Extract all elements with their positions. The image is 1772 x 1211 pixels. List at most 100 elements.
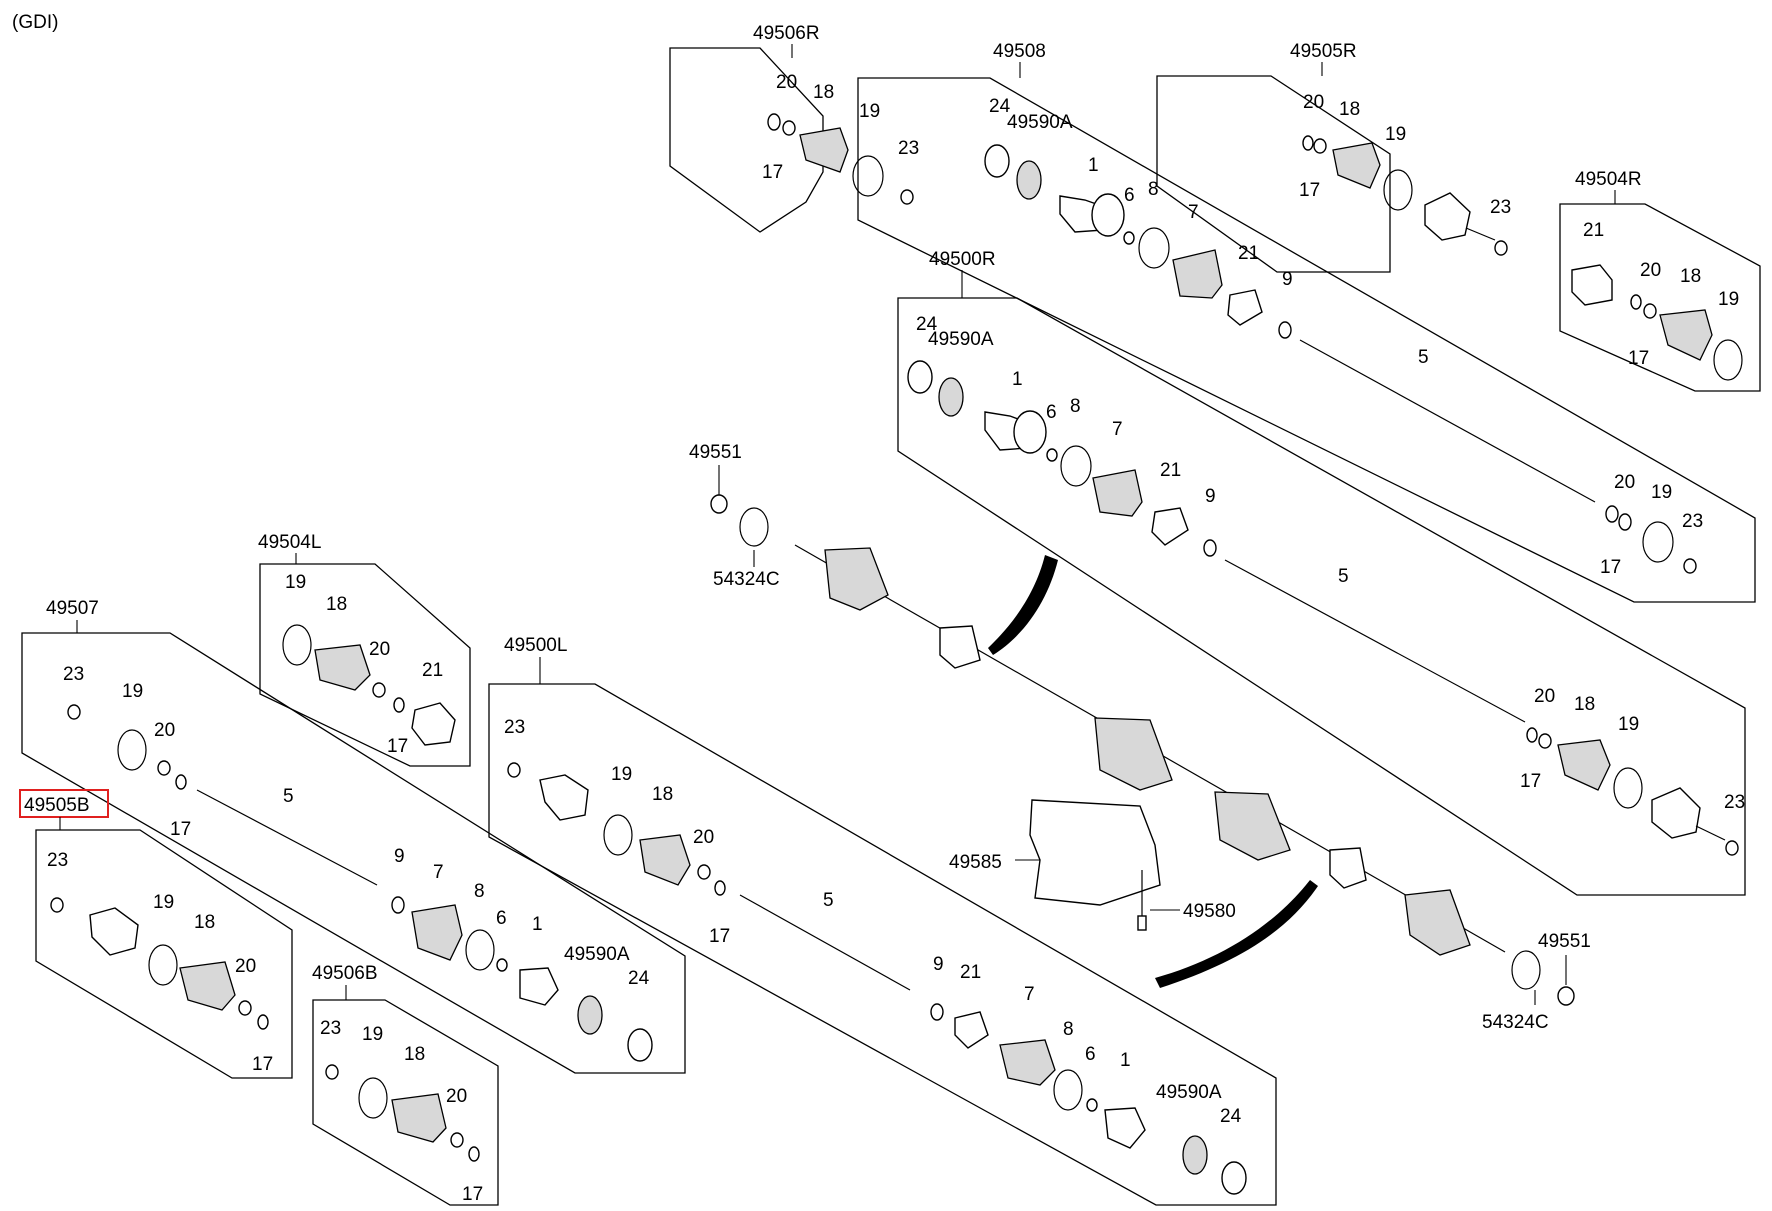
part-label-54324C-bottom: 54324C	[1482, 1012, 1549, 1033]
svg-text:20: 20	[154, 720, 175, 741]
svg-text:24: 24	[628, 968, 650, 989]
group-49507-parts: 23 19 20 17 5 9 7 8 6 1 49590A 24	[63, 664, 653, 1062]
svg-text:17: 17	[252, 1054, 273, 1075]
svg-text:19: 19	[153, 892, 174, 913]
assembled-drive-shaft: 49551 54324C 49551 54324C 49585 49580	[689, 442, 1591, 1033]
svg-text:18: 18	[1339, 99, 1360, 120]
group-49500R-parts: 24 49590A 1 6 8 7 21 9 5 20 18 19 17 23	[907, 314, 1745, 856]
svg-text:23: 23	[504, 717, 525, 738]
svg-text:17: 17	[1628, 348, 1649, 369]
svg-text:21: 21	[422, 660, 443, 681]
svg-text:18: 18	[404, 1044, 425, 1065]
part-label-54324C-top: 54324C	[713, 569, 780, 590]
svg-text:21: 21	[1583, 220, 1604, 241]
svg-text:18: 18	[652, 784, 673, 805]
svg-text:19: 19	[1651, 482, 1672, 503]
svg-text:23: 23	[898, 138, 919, 159]
svg-text:7: 7	[1188, 202, 1199, 223]
group-label-49500L: 49500L	[504, 635, 567, 656]
svg-text:23: 23	[1724, 792, 1745, 813]
svg-text:21: 21	[960, 962, 981, 983]
part-label-49580: 49580	[1183, 901, 1236, 922]
svg-text:8: 8	[1148, 179, 1159, 200]
svg-text:1: 1	[532, 914, 543, 935]
svg-text:23: 23	[1490, 197, 1511, 218]
svg-text:6: 6	[1046, 402, 1057, 423]
svg-text:9: 9	[394, 846, 405, 867]
part-label-49551-top: 49551	[689, 442, 742, 463]
svg-text:9: 9	[1282, 269, 1293, 290]
svg-text:19: 19	[285, 572, 306, 593]
group-49505R-outline	[1156, 75, 1391, 273]
svg-text:1: 1	[1088, 155, 1099, 176]
svg-text:20: 20	[1614, 472, 1635, 493]
svg-text:7: 7	[433, 862, 444, 883]
svg-text:24: 24	[989, 96, 1011, 117]
group-49506R-parts: 20 18 19 17 23	[762, 72, 919, 205]
svg-text:49590A: 49590A	[1007, 112, 1073, 133]
group-49508-parts: 24 49590A 1 6 8 7 21 9 5 20 19 17 23	[984, 96, 1703, 578]
svg-text:17: 17	[1520, 771, 1541, 792]
svg-text:6: 6	[1124, 185, 1135, 206]
svg-text:19: 19	[362, 1024, 383, 1045]
group-49506B-outline	[312, 999, 499, 1206]
svg-text:23: 23	[320, 1018, 341, 1039]
group-49500L-parts: 23 19 18 20 17 5 9 21 7 8 6 1 49590A 24	[504, 717, 1247, 1195]
svg-text:23: 23	[1682, 511, 1703, 532]
svg-text:20: 20	[369, 639, 390, 660]
svg-text:18: 18	[1680, 266, 1701, 287]
svg-text:49590A: 49590A	[564, 944, 630, 965]
svg-text:20: 20	[1640, 260, 1661, 281]
group-label-49506B: 49506B	[312, 963, 378, 984]
svg-text:1: 1	[1120, 1050, 1131, 1071]
svg-text:6: 6	[1085, 1044, 1096, 1065]
svg-text:21: 21	[1238, 243, 1259, 264]
highlight-box-49505B	[19, 789, 109, 818]
svg-text:5: 5	[1418, 347, 1429, 368]
svg-text:20: 20	[1534, 686, 1555, 707]
group-49508-outline	[857, 77, 1756, 603]
svg-text:5: 5	[283, 786, 294, 807]
group-label-49505B[interactable]: 49505B	[24, 795, 90, 816]
svg-text:17: 17	[462, 1184, 483, 1205]
group-49504L-parts: 19 18 20 21 17	[282, 572, 456, 757]
group-49500R-outline	[897, 297, 1746, 896]
svg-text:20: 20	[776, 72, 797, 93]
group-49504R-outline	[1559, 203, 1761, 392]
svg-text:19: 19	[1618, 714, 1639, 735]
svg-text:24: 24	[1220, 1106, 1242, 1127]
group-49505B-outline	[35, 829, 293, 1079]
svg-text:5: 5	[823, 890, 834, 911]
svg-text:23: 23	[47, 850, 68, 871]
svg-text:24: 24	[916, 314, 938, 335]
svg-text:9: 9	[1205, 486, 1216, 507]
group-49500L-outline	[488, 683, 1277, 1206]
svg-text:21: 21	[1160, 460, 1181, 481]
svg-text:7: 7	[1024, 984, 1035, 1005]
variant-label: (GDI)	[12, 12, 58, 33]
svg-text:19: 19	[859, 101, 880, 122]
svg-text:23: 23	[63, 664, 84, 685]
svg-text:17: 17	[170, 819, 191, 840]
group-label-49506R: 49506R	[753, 23, 820, 44]
svg-text:17: 17	[387, 736, 408, 757]
svg-text:8: 8	[474, 881, 485, 902]
group-label-49504L: 49504L	[258, 532, 321, 553]
group-49504R-parts: 21 20 18 19 17	[1571, 220, 1743, 381]
svg-text:18: 18	[326, 594, 347, 615]
svg-text:20: 20	[1303, 92, 1324, 113]
svg-text:5: 5	[1338, 566, 1349, 587]
svg-text:19: 19	[611, 764, 632, 785]
svg-text:49590A: 49590A	[928, 329, 994, 350]
part-label-49585: 49585	[949, 852, 1002, 873]
svg-text:17: 17	[1299, 180, 1320, 201]
svg-text:17: 17	[1600, 557, 1621, 578]
svg-text:17: 17	[762, 162, 783, 183]
svg-text:19: 19	[1718, 289, 1739, 310]
svg-text:8: 8	[1063, 1019, 1074, 1040]
group-49506B-parts: 23 19 18 20 17	[320, 1018, 483, 1205]
svg-text:9: 9	[933, 954, 944, 975]
svg-text:20: 20	[446, 1086, 467, 1107]
svg-text:18: 18	[194, 912, 215, 933]
